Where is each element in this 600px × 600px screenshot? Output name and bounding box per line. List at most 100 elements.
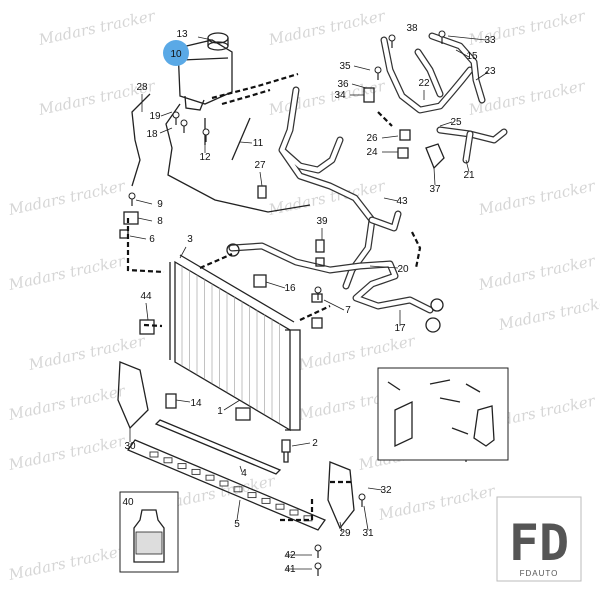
callout-label: 13 — [176, 29, 188, 40]
callout-leader-line — [239, 465, 243, 473]
callout-label: 41 — [284, 564, 296, 575]
callout-label: 21 — [463, 170, 475, 181]
coolant-bottle-box — [119, 491, 179, 573]
callout-label: 7 — [345, 305, 351, 316]
callout-leader-line — [259, 171, 263, 187]
callout-label: 31 — [362, 528, 374, 539]
callout-label: 26 — [366, 133, 378, 144]
logo-caption: FDAUTO — [520, 569, 559, 578]
callout-leader-line — [475, 71, 489, 81]
callout-label: 11 — [253, 138, 264, 149]
watermark-text: Madars tracker — [266, 77, 387, 120]
callout-label: 38 — [406, 23, 418, 34]
callout-leader-line — [351, 83, 367, 89]
callout-leader-line — [135, 199, 153, 205]
callout-label: 32 — [380, 485, 392, 496]
callout-leader-line — [159, 127, 173, 134]
watermark-text: Madars tracker — [266, 7, 387, 50]
callout-leader-line — [129, 235, 147, 240]
callout-label: 35 — [339, 61, 351, 72]
sensor-rod — [231, 117, 251, 161]
callout-leader-line — [160, 111, 173, 117]
left-bracket — [117, 361, 149, 430]
brand-logo: FD FDAUTO — [496, 496, 582, 582]
callout-label: 2 — [312, 438, 318, 449]
callout-leader-line — [383, 197, 399, 202]
callout-label: 29 — [339, 528, 351, 539]
callout-leader-line — [455, 49, 470, 58]
callout-label: 40 — [122, 497, 134, 508]
callout-label: 25 — [450, 117, 462, 128]
callout-label: 19 — [149, 111, 161, 122]
watermark-text: Madars tracker — [6, 252, 127, 295]
callout-label: 3 — [187, 234, 193, 245]
watermark-text: Madars tracker — [476, 177, 597, 220]
callout-label: 43 — [396, 196, 408, 207]
watermark-text: Madars tracker — [496, 292, 600, 335]
watermark-text: Madars tracker — [6, 542, 127, 585]
callout-leader-line — [353, 65, 371, 71]
callout-leader-line — [175, 399, 191, 403]
callout-label: 8 — [157, 216, 163, 227]
right-bracket — [327, 461, 355, 530]
callout-label: 30 — [124, 441, 136, 452]
watermark-text: Madars tracker — [376, 482, 497, 525]
callout-label: 33 — [484, 35, 496, 46]
callout-label: 10 — [170, 49, 182, 60]
callout-leader-line — [239, 141, 253, 144]
callout-leader-line — [433, 167, 436, 186]
callout-label: 27 — [254, 160, 266, 171]
coolant-hoses — [226, 32, 508, 333]
callout-label: 22 — [418, 78, 430, 89]
watermark-text: Madars tracker — [26, 332, 147, 375]
drain-plug — [281, 439, 291, 463]
callout-leader-line — [369, 265, 399, 269]
watermark-text: Madars tracker — [6, 432, 127, 475]
callout-label: 1 — [217, 406, 223, 417]
callout-label: 9 — [157, 199, 163, 210]
callout-leader-line — [223, 399, 241, 411]
callout-leader-line — [439, 121, 453, 127]
callout-label: 15 — [466, 51, 478, 62]
callout-leader-line — [179, 246, 187, 259]
callout-leader-line — [197, 36, 213, 41]
callout-label: 20 — [397, 264, 409, 275]
callout-label: 24 — [366, 147, 378, 158]
callout-label: 23 — [484, 66, 496, 77]
seal-strip — [154, 419, 282, 475]
bleed-hose — [131, 93, 311, 213]
callout-label: 37 — [429, 184, 441, 195]
callout-leader-line — [447, 35, 487, 41]
callout-leader-line — [291, 442, 311, 447]
callout-label: 39 — [316, 216, 328, 227]
callout-label: 44 — [140, 291, 152, 302]
callout-label: 4 — [241, 468, 247, 479]
highlighted-callout-marker — [163, 40, 189, 66]
callout-leader-line — [145, 302, 149, 321]
callout-label: 16 — [284, 283, 296, 294]
watermark-text: Madars tracker — [36, 7, 157, 50]
logo-letters: FD — [509, 514, 569, 572]
watermark-text: Madars tracker — [6, 382, 127, 425]
callout-leader-line — [367, 487, 383, 491]
radiator — [169, 254, 301, 432]
callout-label: 14 — [190, 398, 202, 409]
callout-leader-line — [381, 135, 399, 139]
callout-leader-line — [236, 499, 241, 521]
callout-leader-line — [265, 281, 286, 289]
callout-label: 18 — [146, 129, 158, 140]
callout-label: 42 — [284, 550, 296, 561]
callout-leader-line — [323, 299, 345, 311]
callout-leader-line — [465, 159, 470, 173]
watermark-text: Madars tracker — [476, 252, 597, 295]
callout-leader-line — [137, 217, 153, 222]
dashed-guides — [126, 72, 422, 522]
callout-label: 12 — [199, 152, 211, 163]
watermark-text: Madars tracker — [6, 177, 127, 220]
lower-plate — [127, 439, 326, 531]
callout-leader-line — [339, 521, 343, 533]
callout-label: 6 — [149, 234, 155, 245]
